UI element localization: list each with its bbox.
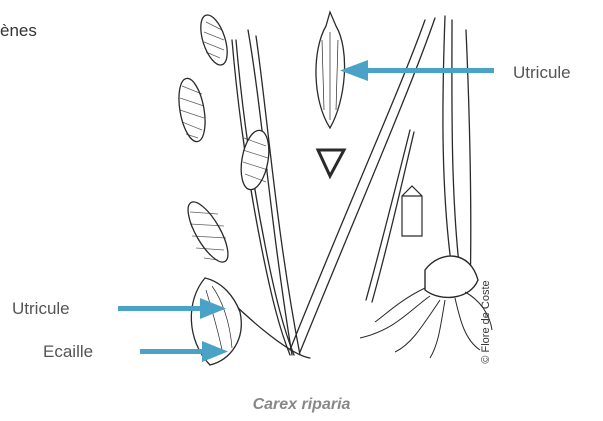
label-fragment: ènes: [0, 21, 37, 41]
callout-arrows: [118, 60, 494, 362]
figure-caption: Carex riparia: [0, 396, 603, 414]
callout-label-ecaille: Ecaille: [43, 342, 93, 362]
arrow-right-callout: [340, 60, 494, 81]
spikelet: [196, 12, 233, 68]
spikelet: [181, 197, 236, 268]
callout-label-utricule: Utricule: [12, 299, 70, 319]
utricle-detail: [316, 12, 345, 176]
image-credit: © Flore de Coste: [476, 262, 492, 382]
callout-label-utricule: Utricule: [513, 63, 571, 83]
credit-text: © Flore de Coste: [480, 280, 492, 363]
species-name: Carex riparia: [253, 396, 351, 413]
seed-detail: [402, 186, 422, 236]
plant-leaf: [248, 30, 292, 355]
plant-leaf: [366, 130, 410, 300]
spikelet: [175, 76, 210, 143]
